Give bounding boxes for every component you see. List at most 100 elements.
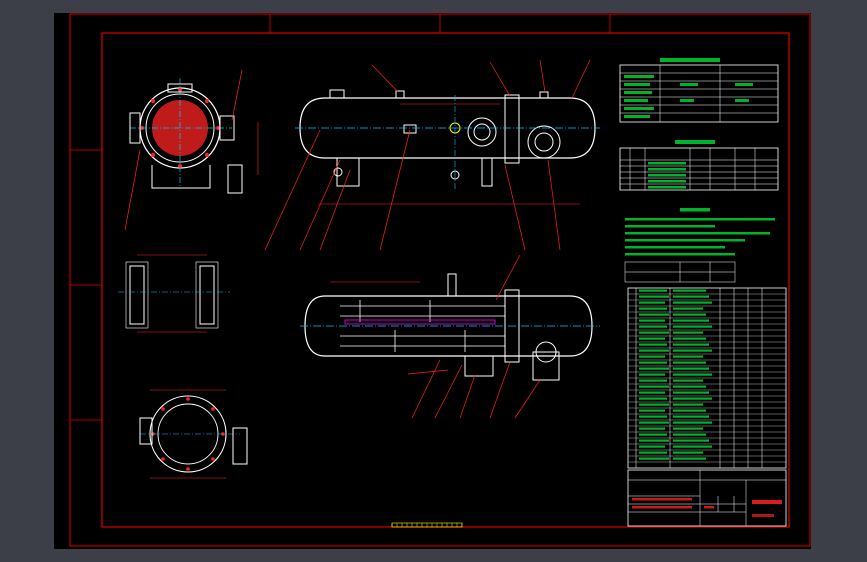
end-view-tubesheet[interactable] bbox=[124, 69, 259, 231]
bom-row-text bbox=[673, 457, 706, 460]
technical-notes[interactable] bbox=[625, 208, 775, 256]
bom-row-text bbox=[639, 439, 669, 442]
bom-row-text bbox=[673, 379, 703, 382]
bom-row-text bbox=[673, 433, 706, 436]
bom-row-text bbox=[673, 397, 712, 400]
bom-row-text bbox=[639, 295, 669, 298]
bom-row-text bbox=[673, 355, 703, 358]
leader-2 bbox=[124, 149, 141, 231]
tube-lines bbox=[340, 305, 505, 347]
bom-row-text bbox=[673, 367, 709, 370]
section-outlet-flange bbox=[535, 341, 557, 363]
bom-row-text bbox=[639, 397, 667, 400]
technical-characteristics-table[interactable] bbox=[619, 58, 779, 123]
section-nozzle-top bbox=[447, 273, 457, 297]
nozzle-table[interactable] bbox=[619, 140, 779, 191]
section-view-tube-bundle[interactable] bbox=[300, 254, 600, 419]
parts-list-table[interactable] bbox=[627, 287, 787, 469]
channel-flange bbox=[504, 94, 520, 164]
bom-row-text bbox=[639, 373, 665, 376]
bom-row-text bbox=[639, 325, 667, 328]
shell-body bbox=[299, 97, 596, 159]
bom-row-text bbox=[639, 289, 667, 292]
nozzle-flange-a bbox=[467, 117, 497, 147]
bom-row-text bbox=[673, 415, 709, 418]
bom-row-text bbox=[673, 349, 712, 352]
bom-row-text bbox=[639, 337, 665, 340]
side-nozzle-right bbox=[219, 115, 235, 141]
bom-row-text bbox=[639, 457, 669, 460]
bom-row-text bbox=[673, 289, 706, 292]
bom-row-text bbox=[639, 367, 669, 370]
bom-row-text bbox=[639, 379, 667, 382]
bom-row-text bbox=[639, 445, 665, 448]
saddle-left bbox=[336, 157, 360, 187]
flange-detail-view[interactable] bbox=[139, 389, 248, 479]
bom-row-text bbox=[639, 307, 667, 310]
bom-row-text bbox=[639, 361, 667, 364]
bom-row-text bbox=[673, 403, 703, 406]
scale-bar bbox=[391, 522, 463, 528]
bottom-nozzle bbox=[227, 164, 243, 194]
bom-row-text bbox=[639, 349, 669, 352]
bom-row-text bbox=[639, 421, 669, 424]
weight-table[interactable] bbox=[624, 261, 736, 283]
bom-row-text bbox=[639, 385, 669, 388]
flange-side-lug bbox=[139, 417, 153, 445]
drawing-title bbox=[752, 500, 782, 504]
top-nozzle-2 bbox=[395, 90, 405, 99]
leaders-top bbox=[264, 59, 591, 251]
bom-row-text bbox=[673, 337, 706, 340]
bom-row-text bbox=[673, 343, 709, 346]
section-shell bbox=[304, 295, 593, 357]
bom-row-text bbox=[673, 295, 709, 298]
bom-row-text bbox=[673, 439, 709, 442]
bom-row-text bbox=[673, 421, 712, 424]
saddle-web-right bbox=[195, 261, 219, 329]
bom-row-text bbox=[673, 319, 709, 322]
bom-row-text bbox=[639, 313, 669, 316]
bom-row-text bbox=[639, 403, 669, 406]
nozzle-flange-b bbox=[527, 125, 561, 159]
saddle-plate-right bbox=[199, 265, 215, 325]
bom-row-text bbox=[673, 325, 712, 328]
top-nozzle bbox=[167, 83, 193, 93]
bom-row-text bbox=[639, 451, 667, 454]
bom-row-text bbox=[639, 343, 667, 346]
bom-row-text bbox=[673, 451, 703, 454]
nozzle-table-title bbox=[675, 140, 715, 144]
bom-row-text bbox=[673, 427, 703, 430]
elevation-view-shell[interactable] bbox=[264, 59, 600, 251]
side-nozzle-left bbox=[129, 112, 141, 144]
bom-row-text bbox=[673, 301, 712, 304]
drain-port bbox=[450, 170, 460, 180]
drawing-canvas[interactable] bbox=[54, 13, 811, 549]
leaders-section bbox=[407, 254, 541, 419]
support-saddle bbox=[151, 165, 211, 189]
nozzle-flange-b-bore bbox=[534, 132, 554, 152]
bom-row-text bbox=[673, 409, 706, 412]
bom-row-text bbox=[673, 331, 703, 334]
table-title-bar bbox=[660, 58, 720, 62]
vent-port bbox=[333, 167, 343, 177]
saddle-right bbox=[481, 157, 493, 187]
bom-row-text bbox=[639, 409, 665, 412]
bom-row-text bbox=[639, 331, 669, 334]
flange-outlet bbox=[232, 427, 248, 465]
bom-row-text bbox=[639, 355, 665, 358]
bom-row-text bbox=[673, 385, 706, 388]
bom-row-text bbox=[639, 415, 667, 418]
title-block[interactable] bbox=[627, 469, 787, 527]
bom-row-text bbox=[673, 307, 703, 310]
saddle-detail-view[interactable] bbox=[118, 254, 230, 333]
section-outlet bbox=[532, 351, 560, 381]
top-nozzle-1 bbox=[329, 89, 345, 99]
bom-row-text bbox=[673, 445, 712, 448]
bom-row-text bbox=[673, 373, 712, 376]
bom-row-text bbox=[673, 391, 709, 394]
bom-row-text bbox=[639, 427, 665, 430]
bom-row-text bbox=[673, 361, 706, 364]
section-nozzle-bottom bbox=[464, 355, 494, 377]
nameplate bbox=[403, 124, 417, 134]
drawing-number bbox=[752, 514, 774, 517]
